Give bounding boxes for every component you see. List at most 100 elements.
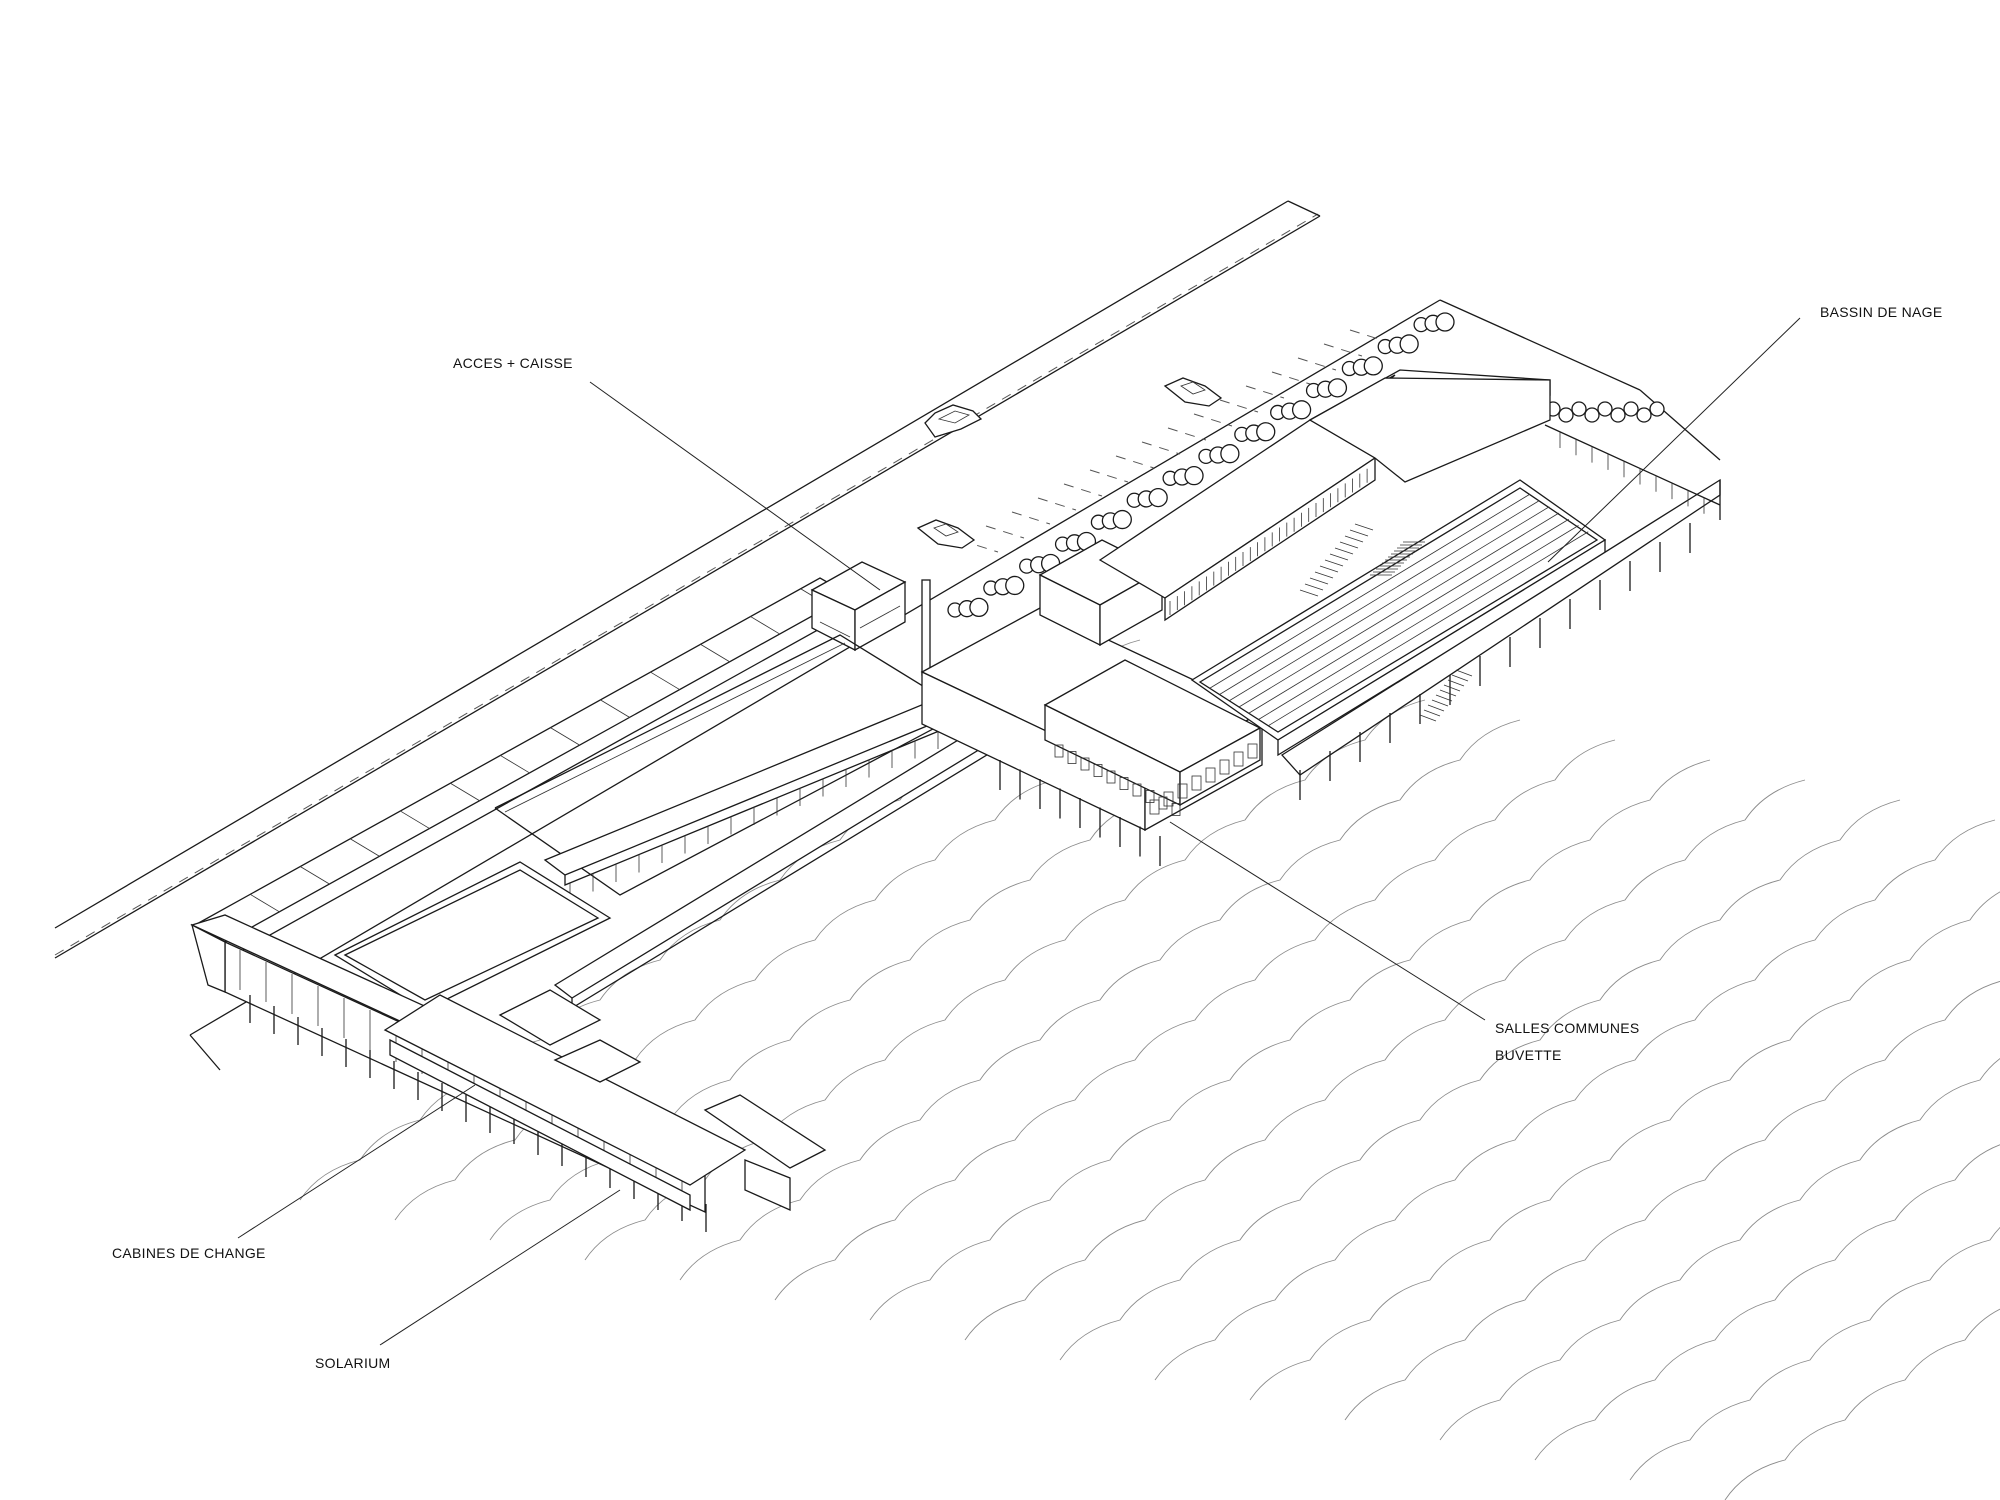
stair-tread <box>1447 679 1465 687</box>
canopy-rib <box>599 699 631 718</box>
rock <box>1610 407 1626 423</box>
canopy-rib <box>749 615 781 635</box>
window <box>1093 764 1103 777</box>
wave-line <box>1154 819 1996 1381</box>
rock <box>1148 487 1168 508</box>
stair-tread <box>1344 535 1364 543</box>
canopy-rib <box>649 671 681 691</box>
rock <box>1291 400 1312 420</box>
stall-line <box>1297 357 1337 371</box>
stall-line <box>1271 371 1311 385</box>
stair-tread <box>1354 523 1374 531</box>
stair-tread <box>1451 674 1469 682</box>
wave-line <box>869 759 1711 1321</box>
stair-tread <box>1431 699 1449 707</box>
boardwalk-left-loop <box>333 861 612 1011</box>
window <box>1205 767 1216 783</box>
wave-line <box>774 739 1616 1301</box>
stair-tread <box>1419 714 1437 722</box>
rock <box>1399 334 1419 354</box>
window <box>1219 759 1230 775</box>
stair-tread <box>1299 589 1319 597</box>
wave-line <box>1439 1058 2000 1441</box>
car-3 <box>916 519 976 549</box>
window <box>1247 743 1258 759</box>
wave-line <box>1059 799 1901 1361</box>
rock <box>1623 401 1639 417</box>
wave-line <box>1344 980 2000 1421</box>
rock <box>1558 407 1574 423</box>
window <box>1233 751 1244 767</box>
stall-line <box>1349 329 1389 343</box>
rock <box>1112 509 1132 530</box>
label-cabines-de-change: CABINES DE CHANGE <box>112 1245 266 1261</box>
wave-line <box>964 779 1806 1341</box>
car-2 <box>1163 377 1223 407</box>
stall-line <box>1193 413 1233 427</box>
pool-lane <box>1219 500 1540 695</box>
stair-tread <box>1309 577 1329 585</box>
stall-line <box>985 525 1025 539</box>
window <box>1106 770 1116 784</box>
rock <box>969 597 989 618</box>
main-hall-building <box>920 607 1264 866</box>
stair-tread <box>1304 583 1324 591</box>
leader-lines <box>237 317 1801 1346</box>
stall-line <box>1219 399 1259 413</box>
wave-line <box>1249 891 2000 1401</box>
label-acces-caisse: ACCES + CAISSE <box>453 355 573 371</box>
label-solarium: SOLARIUM <box>315 1355 391 1371</box>
label-bassin-de-nage: BASSIN DE NAGE <box>1820 304 1942 320</box>
window <box>1132 783 1142 797</box>
wave-line <box>584 699 1426 1261</box>
wave-line <box>1629 1226 2000 1481</box>
rock <box>1435 312 1455 332</box>
stall-line <box>1037 497 1077 511</box>
rock <box>1363 356 1383 376</box>
stair-tread <box>1314 571 1334 579</box>
upper-service-building <box>1038 369 1551 647</box>
solarium-building <box>383 989 827 1212</box>
canopy-rib <box>699 643 731 663</box>
stall-line <box>1063 483 1103 497</box>
canopy-rib <box>349 838 381 857</box>
water-lines <box>299 639 2000 1500</box>
stairs <box>1299 523 1473 722</box>
stair-tread <box>1435 694 1453 702</box>
canopy-rib <box>299 866 331 885</box>
stair-tread <box>1349 529 1369 537</box>
pool-lane <box>1238 512 1560 708</box>
stall-line <box>1323 343 1363 357</box>
wave-line <box>679 719 1521 1281</box>
stair-tread <box>1439 689 1457 697</box>
wave-line <box>1724 1308 2000 1500</box>
stall-line <box>1011 511 1051 525</box>
rock <box>1584 407 1600 423</box>
pool-lane <box>1209 493 1530 689</box>
wave-line <box>1534 1144 2000 1461</box>
stair-tread <box>1427 704 1445 712</box>
pool-lane <box>1258 525 1579 720</box>
label-buvette: BUVETTE <box>1495 1047 1562 1063</box>
stair-tread <box>1324 559 1344 567</box>
window <box>1177 783 1188 799</box>
stair-tread <box>1455 669 1473 677</box>
stair-tread <box>1443 684 1461 692</box>
canopy-rib <box>249 893 281 913</box>
stall-line <box>1167 427 1207 441</box>
rock <box>1636 407 1652 423</box>
window <box>1054 744 1064 758</box>
pool-lane <box>1248 518 1569 714</box>
rock <box>1220 444 1240 464</box>
stair-tread <box>1319 565 1339 573</box>
rock <box>1571 401 1587 417</box>
window <box>1191 775 1202 791</box>
pool-lane <box>1268 531 1589 727</box>
stall-line <box>1141 441 1181 455</box>
canopy-rib <box>549 727 581 746</box>
rock <box>1005 575 1025 596</box>
canopy-rib <box>449 782 481 802</box>
road <box>54 200 1721 1071</box>
window <box>1163 791 1174 807</box>
